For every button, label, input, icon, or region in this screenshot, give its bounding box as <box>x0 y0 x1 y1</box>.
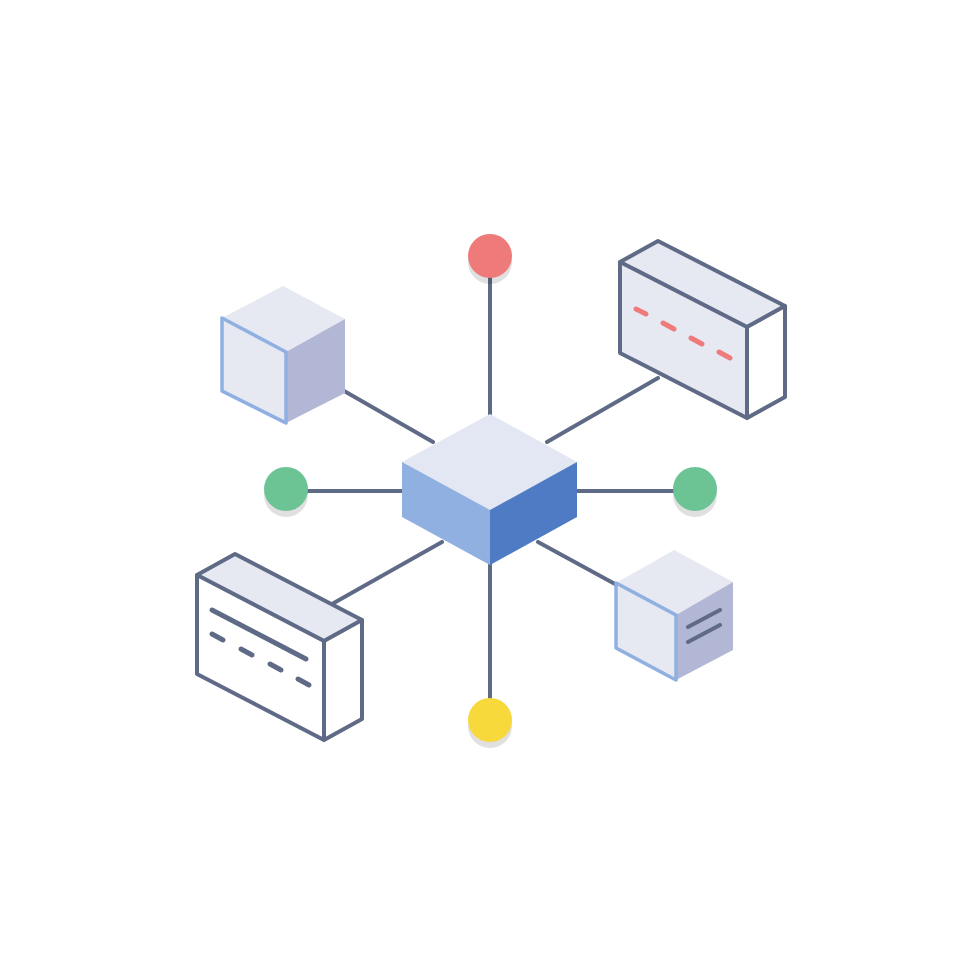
document-cube-icon <box>614 550 733 682</box>
server-panel-icon <box>195 552 364 742</box>
hub-cube-icon <box>402 414 577 565</box>
dot-top <box>468 234 512 284</box>
connector-top-right <box>545 376 660 444</box>
cube-icon <box>220 286 345 425</box>
connector-bottom-right <box>536 540 617 586</box>
document-lines <box>686 608 722 644</box>
server-panel-icon <box>618 239 787 420</box>
connector-lines <box>303 266 678 710</box>
status-dashes <box>209 607 312 688</box>
status-dashes <box>633 306 733 361</box>
connector-bottom-left <box>330 540 444 606</box>
dot-bottom <box>468 698 512 748</box>
dot-left <box>264 467 308 517</box>
dot-right <box>673 467 717 517</box>
